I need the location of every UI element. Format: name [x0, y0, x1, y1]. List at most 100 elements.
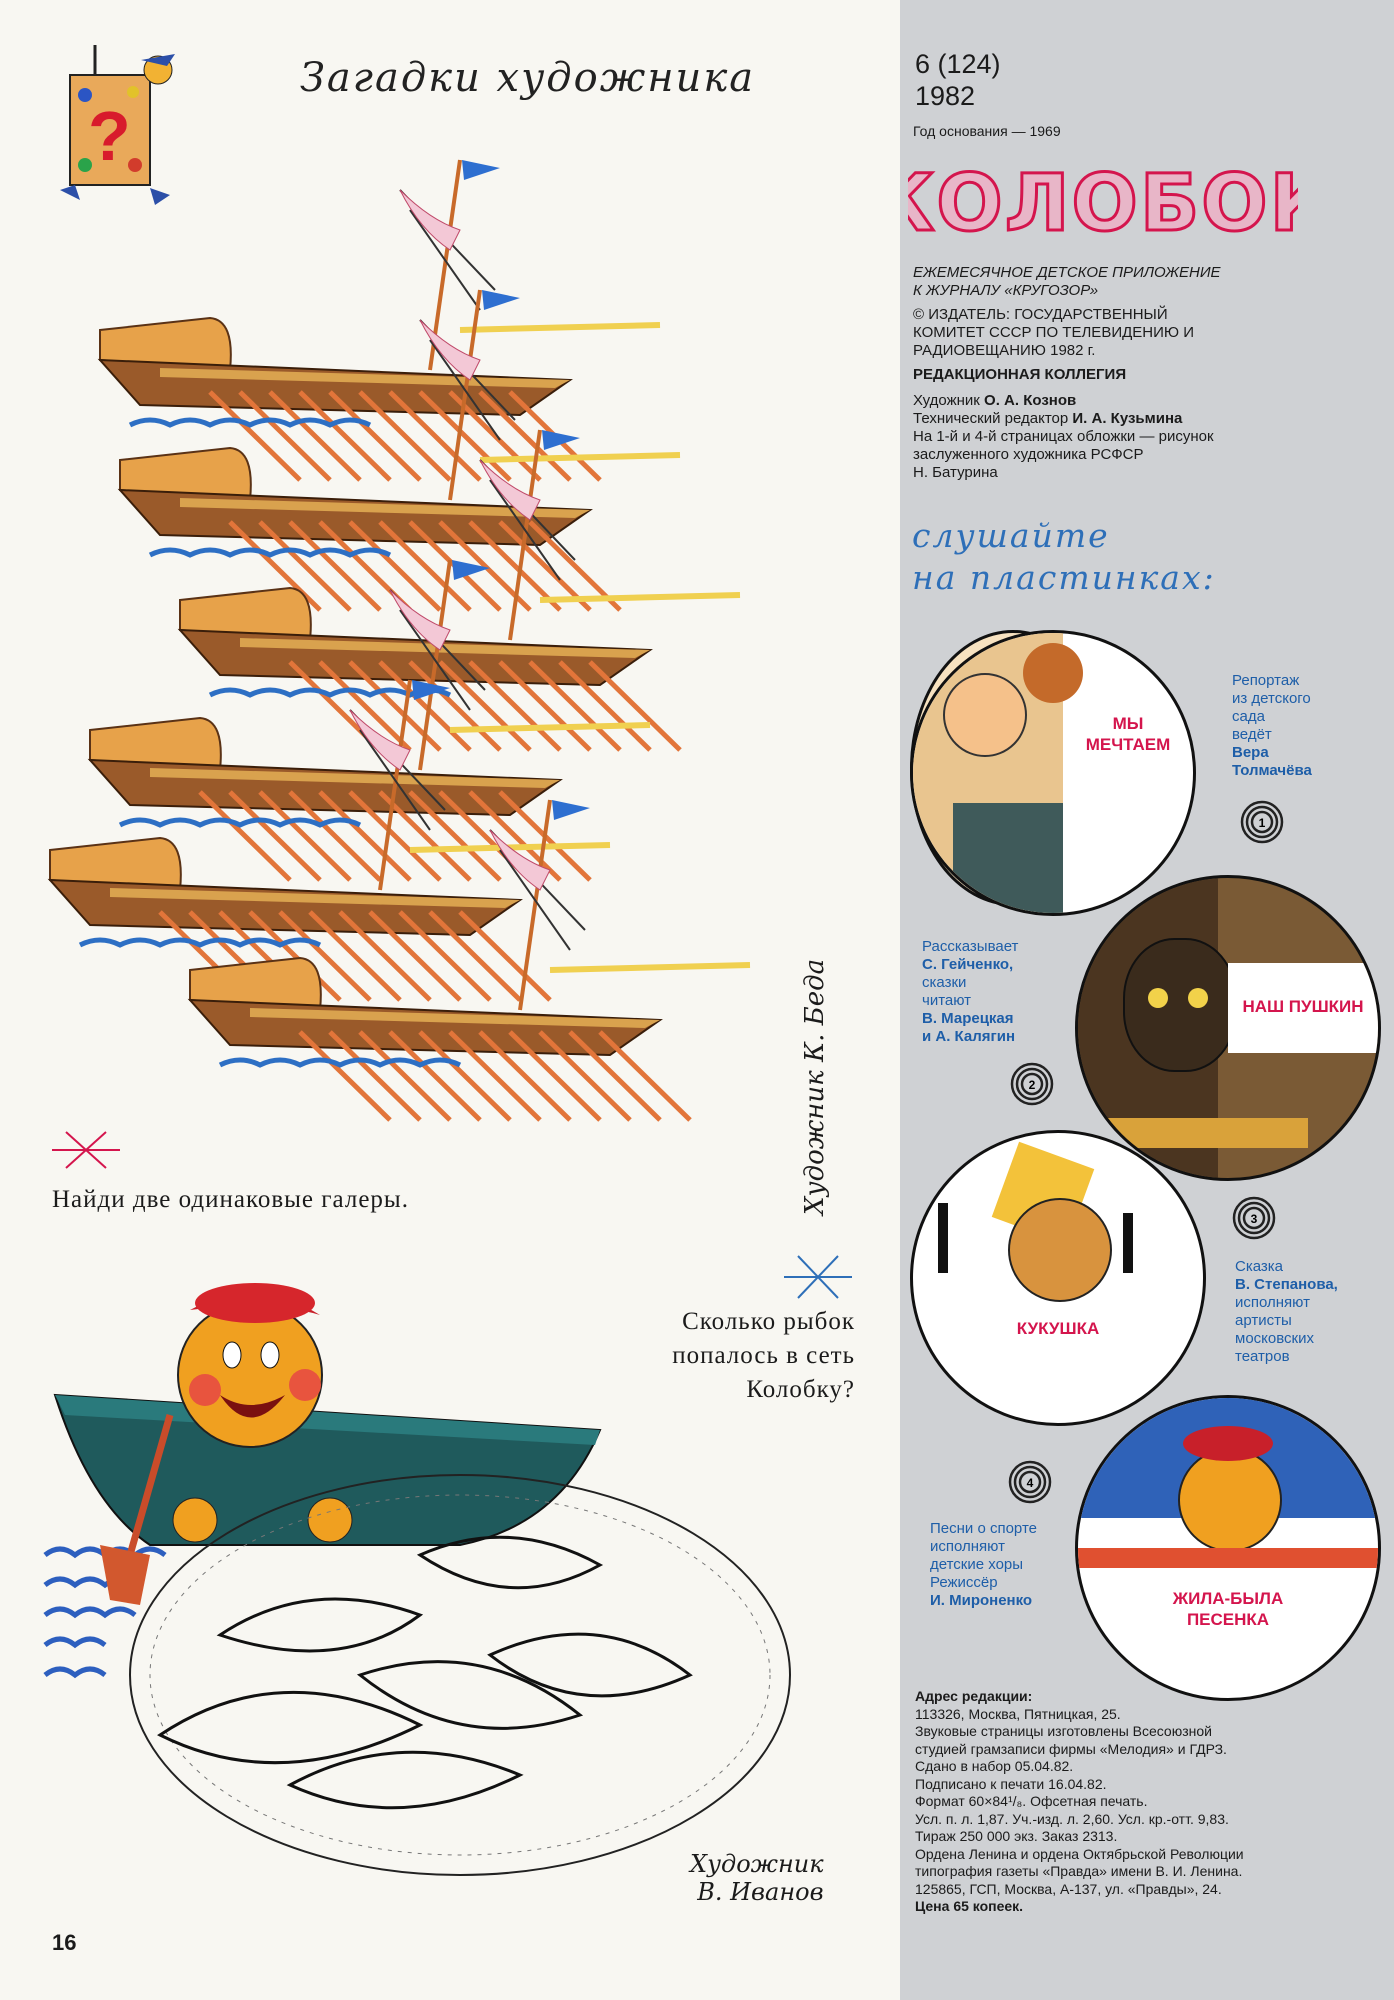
label: Художник	[913, 392, 980, 409]
desc-line: ведёт	[1232, 726, 1272, 743]
editorial-board: РЕДАКЦИОННАЯ КОЛЛЕГИЯ	[913, 366, 1127, 383]
record-2-groove-icon: 2	[1010, 1062, 1054, 1106]
imprint-line: 125865, ГСП, Москва, А-137, ул. «Правды»…	[915, 1880, 1222, 1897]
founded-line: Год основания — 1969	[913, 123, 1061, 139]
kolobok-logo: КОЛОБОК	[908, 158, 1298, 251]
desc-line: Песни о спорте	[930, 1520, 1037, 1537]
desc-line: московских	[1235, 1330, 1314, 1347]
desc-line: Рассказывает	[922, 938, 1019, 955]
record-3-groove-icon: 3	[1232, 1196, 1276, 1240]
label-line: КУКУШКА	[1016, 1319, 1100, 1338]
artist-name: В. Иванов	[697, 1878, 824, 1906]
desc-line: сказки	[922, 974, 967, 991]
label-line: ПЕСЕНКА	[1186, 1610, 1270, 1629]
galley	[177, 429, 741, 752]
svg-text:?: ?	[88, 97, 131, 175]
label-line: МЫ	[1112, 714, 1144, 733]
desc-line: Вера	[1232, 744, 1269, 761]
page-number: 16	[52, 1930, 77, 1955]
imprint-line: Формат 60×84¹/₈. Офсетная печать.	[915, 1793, 1148, 1809]
fishing-illustration	[43, 1283, 791, 1876]
name: И. А. Кузьмина	[1072, 410, 1183, 427]
record-3-description: Сказка В. Степанова, исполняют артисты м…	[1235, 1258, 1338, 1366]
imprint-line: типография газеты «Правда» имени В. И. Л…	[915, 1863, 1243, 1879]
fishing-question: Сколько рыбок попалось в сеть Колобку?	[560, 1305, 855, 1407]
imprint-line: Сдано в набор 05.04.82.	[915, 1758, 1074, 1774]
artist-puzzle-icon: ?	[60, 45, 175, 205]
star-icon	[52, 1131, 120, 1169]
record-1-title: МЫ МЕЧТАЕМ	[1073, 713, 1183, 755]
galley	[97, 159, 661, 482]
star-icon	[784, 1255, 852, 1299]
desc-line: Репортаж	[1232, 672, 1300, 689]
cover-line: На 1-й и 4-й страницах обложки — рисунок	[913, 428, 1214, 445]
address-heading: Адрес редакции:	[915, 1688, 1033, 1704]
imprint-line: студией грамзаписи фирмы «Мелодия» и ГДР…	[915, 1740, 1227, 1757]
galley	[87, 559, 651, 882]
price: Цена 65 копеек.	[915, 1898, 1024, 1914]
imprint: Адрес редакции: 113326, Москва, Пятницка…	[915, 1688, 1355, 1916]
question-line: Сколько рыбок	[682, 1308, 855, 1335]
label-line: МЕЧТАЕМ	[1085, 735, 1171, 754]
label-line: ЖИЛА-БЫЛА	[1172, 1589, 1284, 1608]
desc-line: Толмачёва	[1232, 762, 1312, 779]
page-title: Загадки художника	[300, 55, 756, 101]
desc-line: театров	[1235, 1348, 1290, 1365]
artist-name: К. Беда	[800, 958, 830, 1063]
listen-line: слушайте	[912, 516, 1110, 555]
record-4-title: ЖИЛА-БЫЛА ПЕСЕНКА	[1138, 1588, 1318, 1630]
desc-line: И. Мироненко	[930, 1592, 1033, 1609]
desc-line: Сказка	[1235, 1258, 1284, 1275]
imprint-line: 113326, Москва, Пятницкая, 25.	[915, 1705, 1121, 1722]
issue-year: 1982	[915, 81, 976, 111]
desc-line: Режиссёр	[930, 1574, 998, 1591]
fishing-artist-credit: Художник В. Иванов	[690, 1850, 824, 1906]
galleys-artist-credit: Художник К. Беда	[800, 959, 830, 1215]
listen-line: на пластинках:	[912, 558, 1216, 597]
desc-line: и А. Калягин	[922, 1028, 1016, 1045]
cover-line: заслуженного художника РСФСР	[913, 446, 1144, 463]
imprint-line: Тираж 250 000 экз. Заказ 2313.	[915, 1828, 1118, 1844]
desc-line: детские хоры	[930, 1556, 1024, 1573]
galley	[117, 289, 681, 612]
record-2-title: НАШ ПУШКИН	[1228, 996, 1378, 1017]
desc-line: исполняют	[930, 1538, 1005, 1555]
imprint-line: Звуковые страницы изготовлены Всесоюзной	[915, 1723, 1212, 1739]
record-number: 4	[1027, 1476, 1034, 1490]
publisher-line: © ИЗДАТЕЛЬ: ГОСУДАРСТВЕННЫЙ	[913, 306, 1168, 323]
desc-line: С. Гейченко,	[922, 956, 1014, 973]
cover-line: Н. Батурина	[913, 464, 998, 481]
desc-line: из детского	[1232, 690, 1311, 707]
desc-line: В. Марецкая	[922, 1010, 1014, 1027]
issue-info: 6 (124) 1982	[915, 48, 1001, 112]
record-4-disc[interactable]: ЖИЛА-БЫЛА ПЕСЕНКА	[1075, 1395, 1381, 1701]
desc-line: артисты	[1235, 1312, 1292, 1329]
galleys-question: Найди две одинаковые галеры.	[52, 1186, 409, 1213]
desc-line: исполняют	[1235, 1294, 1310, 1311]
imprint-line: Подписано к печати 16.04.82.	[915, 1775, 1107, 1792]
record-1-groove-icon: 1	[1240, 800, 1284, 844]
record-2-description: Рассказывает С. Гейченко, сказки читают …	[922, 938, 1018, 1046]
desc-line: сада	[1232, 708, 1265, 725]
tech-editor-line: Технический редактор И. А. Кузьмина	[913, 410, 1293, 428]
record-3-title: КУКУШКА	[973, 1318, 1143, 1339]
galleys-illustration	[47, 159, 751, 1122]
galley	[47, 679, 611, 1002]
record-1-disc[interactable]: МЫ МЕЧТАЕМ	[910, 630, 1196, 916]
desc-line: В. Степанова,	[1235, 1276, 1338, 1293]
record-4-description: Песни о спорте исполняют детские хоры Ре…	[930, 1520, 1037, 1610]
record-number: 3	[1251, 1212, 1258, 1226]
record-3-disc[interactable]: КУКУШКА	[910, 1130, 1206, 1426]
imprint-line: Ордена Ленина и ордена Октябрьской Револ…	[915, 1845, 1244, 1862]
listen-heading: слушайте на пластинках:	[912, 515, 1216, 599]
record-4-groove-icon: 4	[1008, 1460, 1052, 1504]
publisher-line: КОМИТЕТ СССР ПО ТЕЛЕВИДЕНИЮ И	[913, 324, 1194, 341]
record-1-description: Репортаж из детского сада ведёт Вера Тол…	[1232, 672, 1312, 780]
subtitle-line: К ЖУРНАЛУ «КРУГОЗОР»	[913, 282, 1099, 299]
publisher-line: РАДИОВЕЩАНИЮ 1982 г.	[913, 342, 1096, 359]
artist-role: Художник	[690, 1850, 824, 1878]
record-2-disc[interactable]: НАШ ПУШКИН	[1075, 875, 1381, 1181]
masthead-details: ЕЖЕМЕСЯЧНОЕ ДЕТСКОЕ ПРИЛОЖЕНИЕ К ЖУРНАЛУ…	[913, 264, 1293, 482]
label: Технический редактор	[913, 410, 1069, 427]
artist-credit-line: Художник О. А. Кознов	[913, 392, 1293, 410]
